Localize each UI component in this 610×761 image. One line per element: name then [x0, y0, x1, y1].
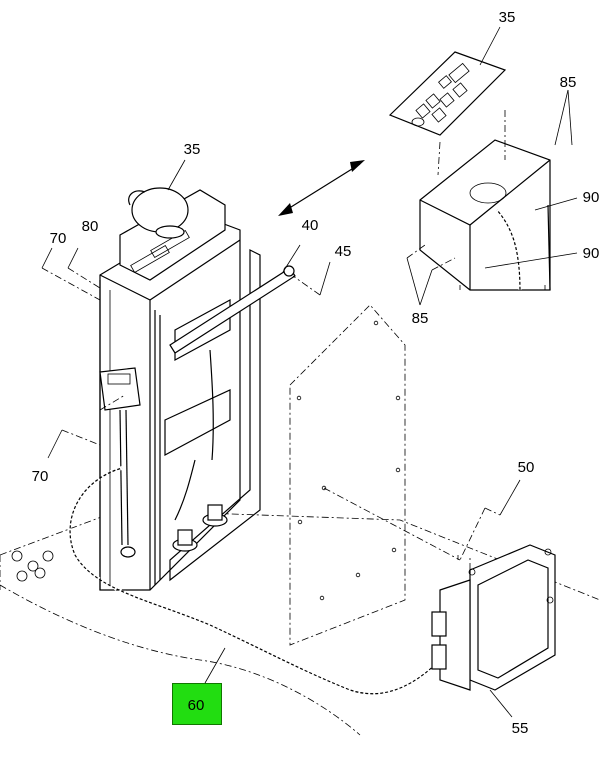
callout-80: 80	[82, 218, 99, 235]
side-panel	[289, 304, 461, 646]
callout-90-lower: 90	[583, 245, 600, 262]
console-housing	[419, 110, 551, 291]
callout-85-top: 85	[560, 74, 577, 91]
callout-35-top: 35	[499, 9, 516, 26]
callout-50: 50	[518, 459, 535, 476]
callout-55: 55	[512, 720, 529, 737]
reference-arrow	[278, 160, 365, 216]
control-module	[431, 544, 556, 691]
leader-lines	[41, 26, 578, 718]
callout-70-upper: 70	[50, 230, 67, 247]
callout-40: 40	[302, 217, 319, 234]
switch-panel	[388, 51, 507, 136]
wire-harness	[68, 349, 442, 696]
callouts: 35 85 35 90 90 70 80 40 45 85 70 50 55 6…	[32, 9, 600, 737]
console-tower	[99, 187, 261, 591]
callout-60[interactable]: 60	[188, 697, 205, 714]
connector-block	[99, 367, 141, 546]
callout-45: 45	[335, 243, 352, 260]
callout-35-left: 35	[184, 141, 201, 158]
callout-70-lower: 70	[32, 468, 49, 485]
callout-85-bottom: 85	[412, 310, 429, 327]
callout-90-upper: 90	[583, 189, 600, 206]
highlighted-callout-box[interactable]	[172, 683, 222, 725]
